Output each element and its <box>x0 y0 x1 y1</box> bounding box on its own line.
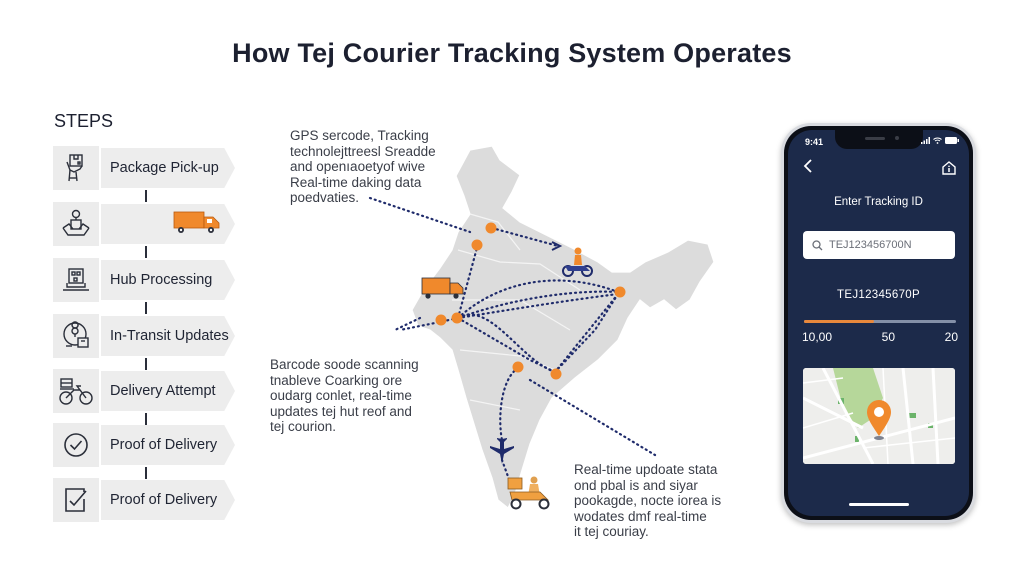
step-proof-of-delivery-1: Proof of Delivery <box>53 423 235 467</box>
hand-holding-package-icon <box>53 146 99 190</box>
step-label: Package Pick-up <box>110 160 219 176</box>
progress-labels: 10,00 50 20 <box>802 330 958 344</box>
barcode-annotation: Barcode soode scanning tnableve Coarking… <box>270 357 419 434</box>
home-indicator <box>848 503 909 506</box>
status-time: 9:41 <box>805 137 824 147</box>
tracking-id-input[interactable] <box>829 239 939 251</box>
delivery-truck-icon <box>173 210 221 239</box>
step-label: In-Transit Updates <box>110 328 229 344</box>
step-in-transit-updates: In-Transit Updates <box>53 314 235 358</box>
progress-label-start: 10,00 <box>802 330 833 344</box>
location-pin-icon <box>867 400 891 440</box>
checkbox-check-icon <box>53 478 99 522</box>
back-button[interactable] <box>802 158 818 176</box>
step-label: Proof of Delivery <box>110 492 218 508</box>
info-house-icon <box>942 161 956 175</box>
tracking-app-screen: 9:41 Enter Tracking ID TEJ12345670P <box>788 130 969 516</box>
check-circle-icon <box>53 423 99 467</box>
step-connector <box>145 358 147 370</box>
step-transport <box>53 202 235 246</box>
steps-heading: STEPS <box>54 111 114 131</box>
wifi-icon <box>933 137 942 144</box>
step-connector <box>145 413 147 425</box>
chevron-left-icon <box>803 159 812 173</box>
tracking-search-field[interactable] <box>803 231 955 259</box>
tracking-id-display: TEJ12345670P <box>837 289 920 301</box>
delivery-truck-icon <box>421 277 464 299</box>
progress-label-end: 20 <box>944 330 958 344</box>
phone-notch <box>834 130 923 149</box>
delivery-progress-bar <box>804 320 956 323</box>
progress-fill <box>804 320 874 323</box>
step-label: Hub Processing <box>110 272 213 288</box>
hands-package-location-icon <box>53 202 99 246</box>
delivery-scooter-icon <box>507 476 550 510</box>
phone-mockup: 9:41 Enter Tracking ID TEJ12345670P <box>781 123 976 523</box>
step-connector <box>145 190 147 202</box>
page-title: How Tej Courier Tracking System Operates <box>232 38 792 68</box>
globe-location-package-icon <box>53 314 99 358</box>
enter-tracking-label: Enter Tracking ID <box>834 196 923 208</box>
step-connector <box>145 246 147 258</box>
step-connector <box>145 302 147 314</box>
step-hub-processing: Hub Processing <box>53 258 235 302</box>
location-mini-map[interactable] <box>803 368 955 464</box>
status-icons <box>921 137 959 144</box>
india-landmass <box>411 145 715 509</box>
step-label: Proof of Delivery <box>110 437 218 453</box>
step-package-pickup: Package Pick-up <box>53 146 235 190</box>
search-icon <box>812 239 823 250</box>
airplane-icon <box>490 438 514 464</box>
realtime-annotation: Real-time updoate stata ond pbal is and … <box>574 462 722 539</box>
step-delivery-attempt: Delivery Attempt <box>53 369 235 413</box>
delivery-bicycle-icon <box>53 369 99 413</box>
step-connector <box>145 467 147 479</box>
battery-icon <box>945 137 959 144</box>
step-proof-of-delivery-2: Proof of Delivery <box>53 478 235 522</box>
progress-label-mid: 50 <box>881 330 896 344</box>
package-on-laptop-icon <box>53 258 99 302</box>
info-button[interactable] <box>941 160 957 176</box>
signal-icon <box>921 137 930 144</box>
gps-annotation: GPS sercode, Tracking technolejttreesl S… <box>290 128 436 205</box>
step-label: Delivery Attempt <box>110 383 216 399</box>
motorcycle-rider-icon <box>562 247 593 277</box>
